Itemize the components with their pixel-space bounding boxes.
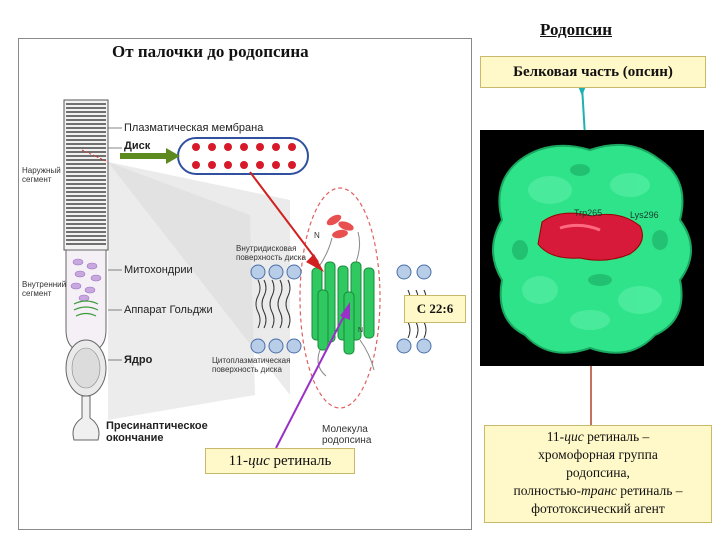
label-molecule: Молекула родопсина <box>322 424 371 446</box>
label-molecule-line1: Молекула <box>322 424 368 435</box>
desc-line3: родопсина, <box>566 465 630 480</box>
disk-closeup <box>177 137 309 175</box>
desc-line1-suffix: ретиналь – <box>583 429 650 444</box>
label-mitochondria: Митохондрии <box>124 264 193 276</box>
label-golgi: Аппарат Гольджи <box>124 304 213 316</box>
protein-surface: Trp265 Lys296 <box>492 143 692 354</box>
desc-line1-prefix: 11- <box>546 429 565 444</box>
frame-title: От палочки до родопсина <box>112 42 309 61</box>
retinal-callout: 11-цис ретиналь <box>205 448 355 474</box>
nucleus-shape <box>65 339 107 397</box>
retinal-cis: цис <box>248 453 270 469</box>
green-arrow <box>120 148 180 164</box>
residue-trp: Trp265 <box>574 208 602 218</box>
label-nucleus: Ядро <box>124 354 153 366</box>
label-plasma-membrane: Плазматическая мембрана <box>124 122 264 134</box>
description-callout: 11-цис ретиналь – хромофорная группа род… <box>484 425 712 523</box>
desc-line1: 11-цис ретиналь – <box>485 428 711 446</box>
purple-arrow <box>275 302 350 449</box>
label-outer-segment: Наружный сегмент <box>22 166 61 184</box>
red-arrow <box>249 171 324 272</box>
zoom-wedge-2 <box>108 162 290 395</box>
svg-text:N: N <box>314 231 320 240</box>
desc-line4-prefix: полностью- <box>513 483 581 498</box>
desc-line4: полностью-транс ретиналь – <box>485 482 711 500</box>
retinal-prefix: 11- <box>228 453 249 469</box>
axon-terminal <box>72 395 100 441</box>
svg-text:N: N <box>358 327 363 334</box>
desc-line4-trans: транс <box>580 483 617 498</box>
desc-line2: хромофорная группа <box>538 447 658 462</box>
label-cytoplasmic-surface: Цитоплазматическая поверхность диска <box>212 356 291 374</box>
page-title: Родопсин <box>540 20 613 39</box>
c22-callout: C 22:6 <box>404 295 466 323</box>
label-intradisk-surface: Внутридисковая поверхность диска <box>236 244 306 262</box>
residue-lys: Lys296 <box>630 210 659 220</box>
label-presynaptic: Пресинаптическое окончание <box>106 420 208 444</box>
label-disk: Диск <box>124 140 151 152</box>
label-molecule-line2: родопсина <box>322 435 372 446</box>
desc-line5: фототоксический агент <box>531 501 665 516</box>
membrane-closeup: N N <box>250 187 432 409</box>
desc-line4-suffix: ретиналь – <box>616 483 683 498</box>
opsin-callout: Белковая часть (опсин) <box>480 56 706 88</box>
desc-line1-cis: цис <box>564 429 584 444</box>
rhodopsin-structure-image: Trp265 Lys296 <box>480 130 704 366</box>
retinal-suffix: ретиналь <box>269 453 332 469</box>
inner-segment <box>65 249 107 351</box>
label-inner-segment: Внутренний сегмент <box>22 280 67 298</box>
outer-segment-disks <box>63 99 109 251</box>
